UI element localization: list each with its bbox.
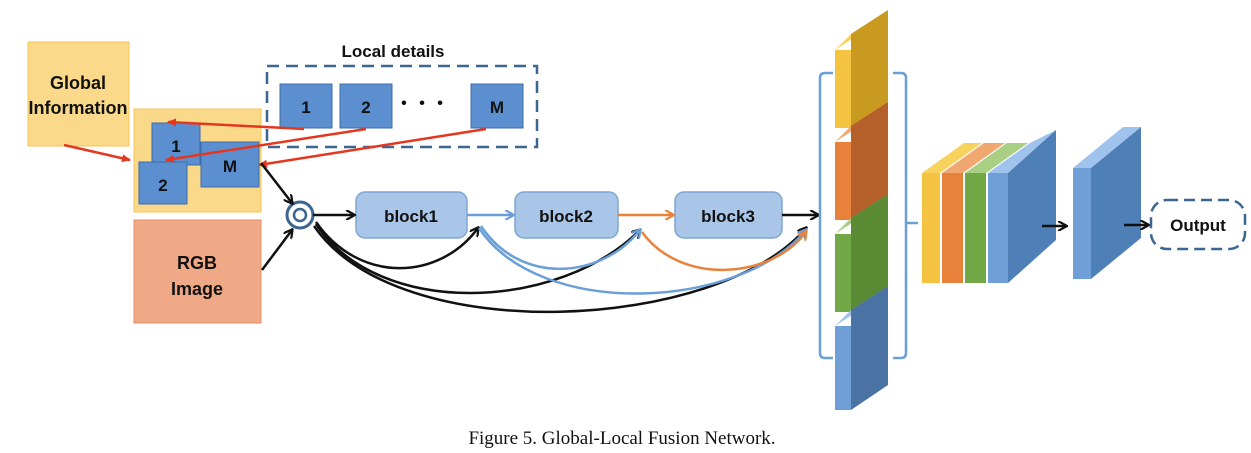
fused-patch-2: 2 [138, 161, 188, 205]
rgb-image-line1: RGB [177, 253, 217, 273]
block3: block3 [674, 191, 783, 239]
local-patch-1: 1 [279, 83, 333, 129]
red-arrows [63, 118, 487, 168]
global-info-line2: Information [29, 98, 128, 118]
rgb-image-box: RGB Image [133, 219, 262, 324]
rgb-image-line2: Image [171, 279, 223, 299]
local-details-box [265, 64, 539, 149]
output-node: Output [1149, 198, 1247, 251]
feature-map-orange [835, 102, 888, 220]
feature-map-green [835, 194, 888, 312]
rgb-to-concat-arrow [261, 230, 292, 271]
concatenated-features [922, 130, 1056, 283]
global-information-box: Global Information [27, 41, 130, 147]
fused-patch-m: M [200, 141, 260, 188]
svg-text:block3: block3 [701, 207, 755, 226]
svg-text:block2: block2 [539, 207, 593, 226]
output-label: Output [1170, 216, 1226, 235]
feature-map-yellow [835, 10, 888, 128]
figure-caption: Figure 5. Global-Local Fusion Network. [468, 428, 775, 449]
svg-text:M: M [223, 157, 237, 176]
svg-text:1: 1 [171, 137, 180, 156]
local-patch-2: 2 [339, 83, 393, 129]
feature-map-blue [835, 286, 888, 410]
patch-ellipsis: • • • [401, 95, 447, 112]
svg-text:2: 2 [158, 176, 167, 195]
left-bracket [818, 71, 833, 360]
svg-text:M: M [490, 98, 504, 117]
block1: block1 [355, 191, 468, 239]
concat-node [285, 200, 315, 230]
skip-connections [312, 221, 806, 314]
local-details-title: Local details [342, 42, 445, 61]
final-feature-map [1073, 127, 1141, 279]
right-bracket [893, 71, 908, 360]
global-info-line1: Global [50, 73, 106, 93]
local-patch-m: M [470, 83, 524, 129]
svg-text:2: 2 [361, 98, 370, 117]
block2: block2 [514, 191, 619, 239]
svg-text:1: 1 [301, 98, 310, 117]
svg-text:block1: block1 [384, 207, 438, 226]
fusion-to-concat-arrow [260, 162, 292, 203]
